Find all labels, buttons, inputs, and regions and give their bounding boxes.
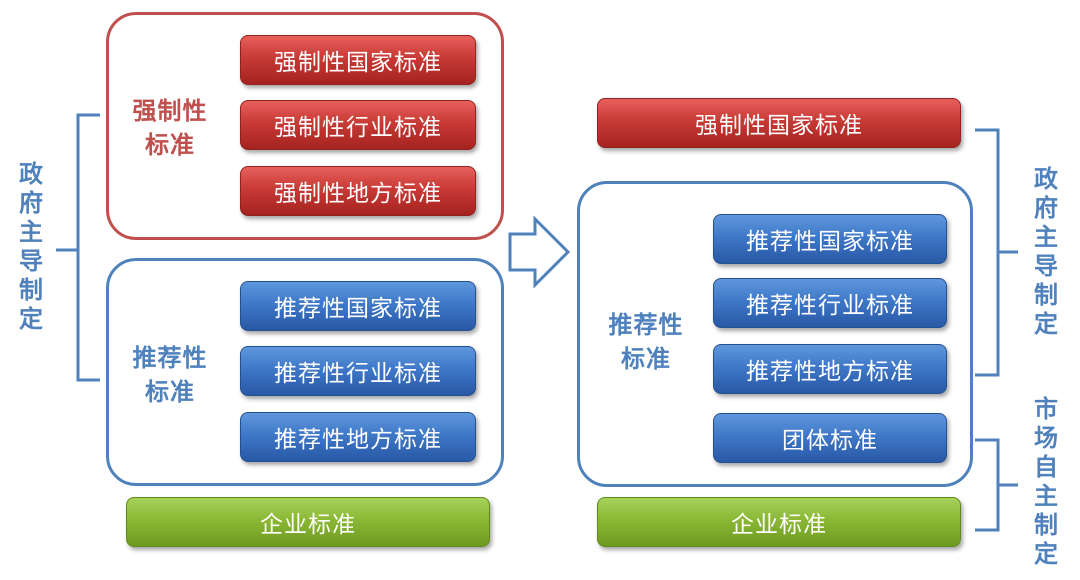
right-enterprise-standard-button[interactable]: 企业标准 <box>597 497 961 547</box>
left-mandatory-group-label: 强制性 标准 <box>132 97 208 159</box>
right-mandatory-national-button[interactable]: 强制性国家标准 <box>597 98 961 148</box>
left-recommended-industry-button[interactable]: 推荐性行业标准 <box>240 346 476 396</box>
left-mandatory-industry-button[interactable]: 强制性行业标准 <box>240 100 476 150</box>
left-recommended-group-label: 推荐性 标准 <box>132 344 208 406</box>
left-recommended-local-button[interactable]: 推荐性地方标准 <box>240 412 476 462</box>
right-group-standard-button[interactable]: 团体标准 <box>713 413 947 463</box>
right-gov-bracket <box>975 128 1018 377</box>
right-recommended-group-label: 推荐性 标准 <box>608 311 684 373</box>
left-mandatory-national-button[interactable]: 强制性国家标准 <box>240 35 476 85</box>
left-bracket <box>56 113 100 382</box>
right-recommended-industry-button[interactable]: 推荐性行业标准 <box>713 278 947 328</box>
right-gov-side-label: 政府主导制定 <box>1034 165 1058 338</box>
transition-arrow <box>508 215 571 289</box>
left-mandatory-local-button[interactable]: 强制性地方标准 <box>240 166 476 216</box>
right-market-side-label: 市场自主制定 <box>1034 395 1058 568</box>
right-recommended-national-button[interactable]: 推荐性国家标准 <box>713 214 947 264</box>
right-market-bracket <box>975 438 1018 532</box>
left-side-label: 政府主导制定 <box>19 160 43 333</box>
left-enterprise-standard-button[interactable]: 企业标准 <box>126 497 490 547</box>
left-recommended-national-button[interactable]: 推荐性国家标准 <box>240 281 476 331</box>
right-recommended-local-button[interactable]: 推荐性地方标准 <box>713 344 947 394</box>
